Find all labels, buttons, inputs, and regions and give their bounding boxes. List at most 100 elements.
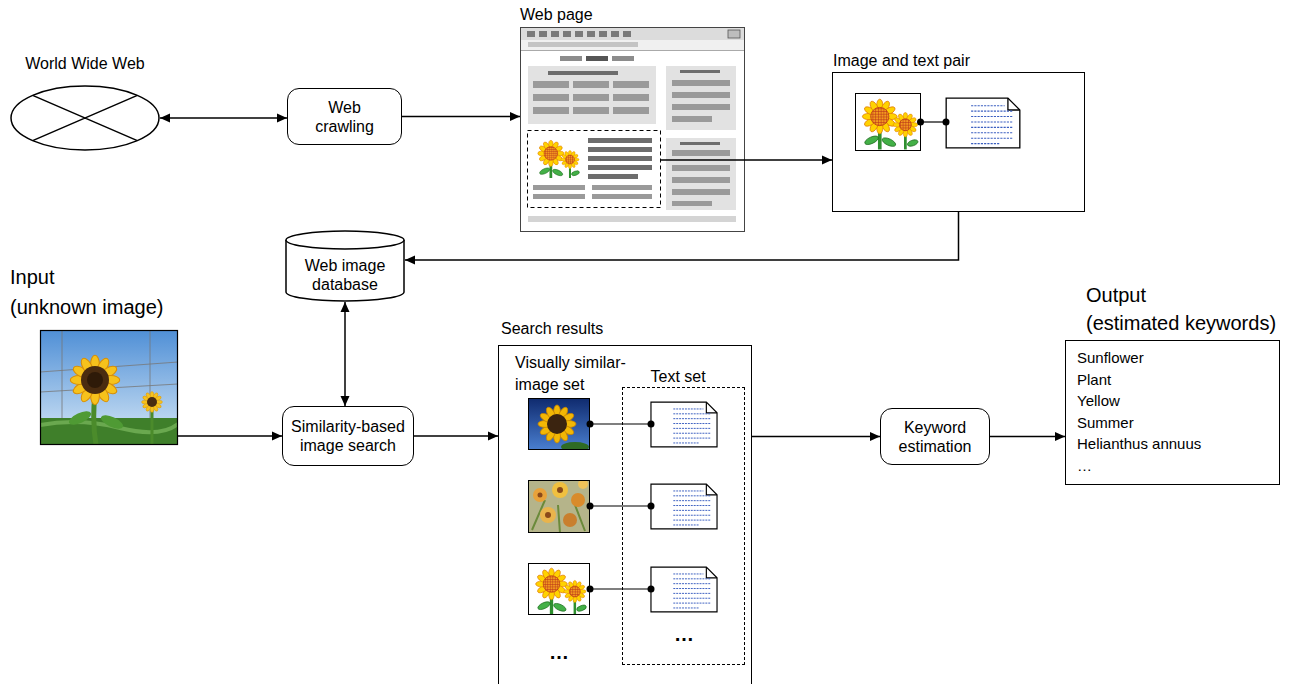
input-image: Input(unknown image) [40, 330, 178, 445]
webpage-illustration [527, 31, 631, 37]
ellipsis-mark: … [549, 640, 569, 664]
result-photo [528, 398, 590, 450]
connector-arrow [160, 117, 287, 119]
input-photo [67, 408, 93, 427]
text-set-documents [651, 402, 717, 612]
webpage-illustration [528, 66, 656, 124]
webpage-illustration [592, 194, 652, 199]
result-painting [571, 493, 585, 507]
webpage-illustration [613, 94, 649, 101]
result-photo [538, 405, 576, 443]
webpage-illustration [528, 42, 638, 47]
webpage-illustration [672, 177, 730, 183]
results-panel: Search resultsVisually similar-image set… [498, 345, 752, 684]
result-clipart [530, 564, 588, 614]
result-painting [533, 488, 547, 502]
webpage-illustration [533, 81, 649, 114]
text-set-documents [651, 484, 717, 529]
result-painting [528, 480, 590, 533]
pair-link [648, 421, 655, 428]
pair-link [590, 423, 651, 424]
text-set-group: Text set [622, 387, 745, 665]
webpage-illustration [533, 185, 585, 190]
connector-arrow [405, 212, 959, 260]
input-photo [70, 355, 119, 404]
node-label: Web image database [299, 256, 391, 294]
webpage-illustration [588, 174, 638, 179]
leader-line [661, 159, 746, 161]
heading-group: Output(estimated keywords) [1086, 281, 1276, 337]
webpage-illustration [573, 94, 609, 101]
node-heading: Text set [651, 367, 706, 386]
process-box: Similarity-based image search [282, 406, 414, 466]
node-body: Keyword estimation [881, 409, 989, 464]
heading-group: Search results [501, 319, 603, 338]
input-photo [40, 330, 178, 445]
process-box: Keyword estimation [880, 408, 990, 465]
webpage-illustration [521, 40, 744, 50]
webpage-illustration [666, 138, 736, 210]
body-text: Summer [1077, 412, 1201, 434]
node-label: Keyword estimation [887, 418, 983, 456]
pair-link [587, 421, 655, 593]
pair-illustration [917, 119, 924, 126]
webpage-illustration [560, 56, 582, 61]
node-heading: (estimated keywords) [1086, 309, 1276, 337]
pair-illustration [856, 94, 1020, 151]
webpage-illustration [588, 147, 652, 152]
webpage-illustration [587, 31, 595, 37]
webpage-illustration [533, 94, 569, 101]
result-painting [528, 480, 590, 533]
body-text: … [1077, 455, 1201, 477]
pair-link [587, 586, 594, 593]
webpage-illustration [533, 137, 581, 178]
webpage-illustration [599, 31, 607, 37]
heading-group: Input(unknown image) [10, 262, 163, 322]
pair-illustration [946, 98, 1020, 148]
pair-illustration [856, 94, 921, 151]
database-cylinder: Web image database [285, 230, 405, 302]
result-photo [561, 442, 589, 450]
webpage-illustration [672, 201, 712, 206]
result-painting [552, 482, 568, 498]
webpage-illustration [575, 31, 583, 37]
node-body: Visually similar-image set [515, 352, 633, 396]
pair-illustration [943, 119, 950, 126]
body-text: Visually similar-image set [515, 352, 633, 396]
webpage-illustration [680, 70, 720, 73]
text-set-documents [651, 567, 717, 612]
result-photo [547, 414, 567, 434]
webpage-illustration [586, 56, 608, 61]
network-ellipse: World Wide Web [10, 85, 160, 151]
webpage-illustration [528, 131, 661, 208]
webpage-illustration [672, 104, 730, 110]
input-photo [40, 330, 178, 445]
result-clipart [529, 564, 590, 615]
node-label: Web crawling [299, 98, 391, 136]
webpage-illustration [573, 107, 609, 114]
webpage-illustration [672, 189, 730, 195]
result-painting [557, 487, 563, 493]
network-shape [10, 85, 160, 151]
pair-link [590, 588, 651, 589]
node-heading: Web page [520, 5, 593, 24]
connector-arrow [990, 436, 1065, 438]
webpage-illustration [592, 185, 652, 190]
webpage-illustration [680, 142, 720, 145]
webpage-illustration [588, 138, 652, 179]
body-text: Yellow [1077, 390, 1201, 412]
input-photo [40, 330, 178, 445]
result-photo [529, 399, 590, 450]
webpage-illustration [672, 116, 712, 122]
webpage-illustration [672, 150, 730, 156]
result-painting [528, 479, 590, 533]
node-heading: Image and text pair [833, 51, 970, 70]
input-photo [147, 397, 157, 407]
result-painting [529, 481, 590, 533]
result-painting [545, 512, 551, 518]
result-clipart [529, 564, 590, 615]
network-cross [33, 95, 138, 140]
body-text: Plant [1077, 369, 1201, 391]
